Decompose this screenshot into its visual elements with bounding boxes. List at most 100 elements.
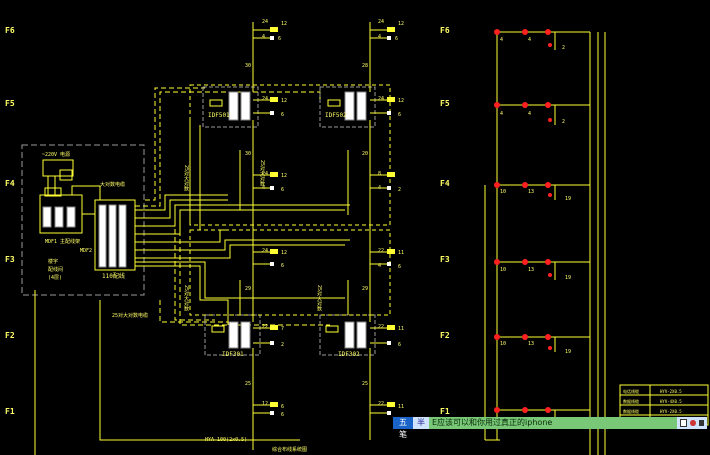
ladder-no: 13: [528, 267, 535, 273]
ladder-no: 19: [565, 275, 572, 281]
floor-label-f6: F6: [5, 26, 15, 35]
circuit-no: 4: [378, 185, 382, 191]
legend-label: 电话线缆: [623, 389, 639, 394]
menu-icon[interactable]: [698, 420, 704, 426]
ladder-no: 4: [500, 111, 504, 117]
floor-label-f5: F5: [5, 99, 15, 108]
circuit-no: 6: [398, 264, 402, 270]
terminal-blocks: [270, 27, 395, 415]
circuit-no: 24: [262, 248, 269, 254]
ime-tool-icons[interactable]: [677, 417, 707, 429]
ladder-no: 10: [500, 189, 507, 195]
idf302-rack[interactable]: [319, 314, 376, 356]
circuit-no: 24: [262, 19, 269, 25]
cable-bottom-label: HYA-100(2x0.5): [205, 437, 248, 443]
circuit-no: 11: [398, 250, 405, 256]
circuit-no: 11: [398, 404, 405, 410]
riser-lines: [189, 22, 387, 418]
ladder-nodes: [494, 29, 552, 422]
riser-upper-left-label: 25对大对数: [183, 165, 189, 192]
riser-upper-right-label: 25对大对数: [259, 160, 265, 187]
cable-tag-label: 25对大对数电缆: [112, 313, 149, 319]
bottom-cables: [34, 290, 371, 455]
idf502-rack[interactable]: [319, 86, 376, 128]
circuit-no: 29: [245, 286, 252, 292]
circuit-no: 4: [378, 263, 382, 269]
ladder-no: 13: [528, 189, 535, 195]
ime-composition-text: E应该可以和你用过真正的iphone: [429, 417, 677, 429]
circuit-no: 24: [262, 96, 269, 102]
floor-label-f4-right: F4: [440, 179, 450, 188]
ladder-no: 10: [500, 341, 507, 347]
floor-label-f6-right: F6: [440, 26, 450, 35]
circuit-no: 6: [281, 263, 285, 269]
mdf-block[interactable]: [21, 144, 145, 296]
right-ladder[interactable]: [484, 31, 606, 455]
circuit-no: 24: [378, 96, 385, 102]
circuit-no: 12: [262, 401, 269, 407]
mdf1-label: MDF1 主配线架: [45, 239, 81, 245]
circuit-no: 7: [281, 326, 285, 332]
floor-label-f5-right: F5: [440, 99, 450, 108]
idf301-label: IDF301: [222, 351, 244, 358]
circuit-no: 8: [378, 171, 382, 177]
settings-icon[interactable]: [690, 420, 696, 426]
circuit-no: 20: [362, 151, 369, 157]
floor-label-f2: F2: [5, 331, 15, 340]
circuit-no: 4: [262, 185, 266, 191]
idf501-label: IDF501: [208, 112, 230, 119]
circuit-no: 12: [398, 98, 405, 104]
dashed-trunks: [135, 87, 330, 326]
circuit-no: 12: [281, 250, 288, 256]
ladder-no: 19: [565, 349, 572, 355]
legend-spec: HYV-2X0.5: [660, 409, 682, 414]
ladder-no: 2: [562, 119, 566, 125]
floor-label-f4: F4: [5, 179, 15, 188]
riser-lower-right-label: 25对大对数: [316, 285, 322, 312]
idf301-rack[interactable]: [204, 314, 261, 356]
legend-label: 数据线缆: [623, 399, 639, 404]
ups-label: ~220V 电源: [42, 152, 71, 158]
circuit-no: 29: [362, 286, 369, 292]
circuit-no: 30: [245, 151, 252, 157]
ladder-no: 2: [562, 45, 566, 51]
circuit-no: 6: [395, 36, 399, 42]
circuit-no: 6: [281, 187, 285, 193]
bottom-caption-label: 综合布线系统图: [272, 447, 308, 453]
circuit-no: 22: [378, 248, 385, 254]
idf501-rack[interactable]: [202, 86, 259, 128]
circuit-no: 6: [281, 412, 285, 418]
riser-lower-left-label: 25对大对数: [183, 285, 189, 312]
circuit-no: 22: [378, 401, 385, 407]
circuit-no: 6: [281, 404, 285, 410]
circuit-no: 11: [398, 326, 405, 332]
ime-halfwidth-toggle[interactable]: 半: [413, 417, 429, 429]
idf502-label: IDF502: [325, 112, 347, 119]
circuit-no: 12: [398, 21, 405, 27]
ladder-no: 4: [528, 37, 532, 43]
circuit-no: 6: [398, 342, 402, 348]
legend-label: 数据线缆: [623, 409, 639, 414]
circuit-no: 6: [281, 112, 285, 118]
mdf-note-2: 配线间: [48, 267, 64, 273]
circuit-no: 12: [281, 173, 288, 179]
floor-label-f1-right: F1: [440, 407, 450, 416]
ladder-no: 13: [528, 341, 535, 347]
circuit-no: 6: [278, 36, 282, 42]
circuit-no: 22: [262, 324, 269, 330]
keyboard-icon[interactable]: [680, 419, 688, 427]
mdf2-label: MDF2: [80, 248, 93, 254]
ladder-no: 10: [500, 267, 507, 273]
circuit-no: 12: [281, 21, 288, 27]
ladder-no: 19: [565, 196, 572, 202]
main-panel-label: 110配线: [102, 273, 125, 280]
circuit-no: 28: [362, 63, 369, 69]
ime-status-bar[interactable]: 五笔 半 E应该可以和你用过真正的iphone: [393, 417, 707, 439]
idf302-label: IDF302: [338, 351, 360, 358]
circuit-no: 6: [398, 112, 402, 118]
ime-mode-toggle[interactable]: 五笔: [393, 417, 413, 439]
legend-spec: HYV-2X0.5: [660, 389, 682, 394]
floor-label-f3: F3: [5, 255, 15, 264]
circuit-no: 24: [262, 171, 269, 177]
